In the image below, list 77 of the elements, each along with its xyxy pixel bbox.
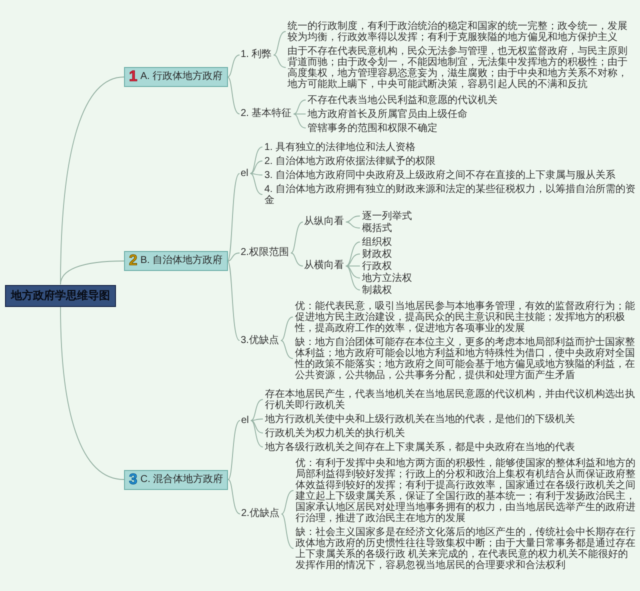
branch-title: C. 混合体地方政府 bbox=[140, 472, 224, 486]
subtopic-label: 1. 利弊 bbox=[240, 49, 274, 61]
connector-curve bbox=[345, 254, 360, 266]
topic-text: 3. 自治体地方政府同中央政府及上级政府之间不存在直接的上下隶属与服从关系 bbox=[262, 170, 616, 180]
topic-text: 优：有利于发挥中央和地方两方面的积极性，能够使国家的整体利益和地方的局部利益得到较好发挥；行政上的分权和政治上集权有机结合从而保证政府整体效益得到较好的发挥；有利于提高行政效率，国家通过在各级行政机关之间建立起上下级隶属关系，保证了全国行政的基本统一；有利于发扬政治民主，国家承认地区居民对处理当地事务拥有的权力，由当地居民选举产生的政府进行治理，推进了政治民主在地方的发展 bbox=[293, 458, 637, 524]
number-marker: 1 bbox=[129, 69, 138, 85]
topic-text: 4. 自治体地方政府拥有独立的财政来源和法定的某些征税权力，以筹措自治所需的资金 bbox=[262, 184, 637, 206]
connector-curve bbox=[60, 260, 124, 285]
branch-topic-box bbox=[124, 251, 228, 271]
root-topic-box: 地方政府学思维导图 bbox=[5, 284, 116, 306]
connector-curve bbox=[250, 418, 264, 421]
topic-text: 地方政府首长及所属官员由上级任命 bbox=[306, 108, 468, 120]
connector-curve bbox=[250, 399, 264, 421]
subtopic-label: 从横向看 bbox=[302, 260, 346, 272]
topic-text: 财政权 bbox=[360, 248, 392, 260]
topic-text: 概括式 bbox=[360, 222, 392, 234]
connector-curve bbox=[250, 146, 263, 174]
topic-text: 行政权 bbox=[360, 260, 392, 272]
connector-curve bbox=[60, 306, 124, 480]
connector-curve bbox=[250, 420, 264, 434]
connector-curve bbox=[290, 252, 304, 266]
subtopic-label: 2.权限范围 bbox=[240, 247, 291, 259]
branch-title: A. 行政体地方政府 bbox=[140, 70, 223, 84]
connector-curve bbox=[280, 340, 294, 359]
topic-text: 缺：社会主义国家多是在经济文化落后的地区产生的，传统社会中长期存在行政体地方政府的历史惯性往往导致集权中断；由于大量日常事务都是通过存在上下隶属关系的各级行政 机关来完成的，在代表民意的权力机关不能很好的发挥作用的情况下，容易忽视当地居民的合理要求和合法权利 bbox=[293, 526, 637, 570]
connector-curve bbox=[227, 54, 240, 78]
connector-curve bbox=[60, 76, 124, 285]
number-marker: 3 bbox=[129, 472, 138, 488]
connector-curve bbox=[281, 490, 294, 514]
topic-text: 优：能代表民意，吸引当地居民参与本地事务管理，有效的监督政府行为；能促进地方民主政治建设，提高民众的民主意识和民主技能；发挥地方的积极性，提高政府工作的效率，促进地方各项事业的发展 bbox=[292, 300, 637, 334]
topic-text: 缺：地方自治团体可能存在本位主义，更多的考虑本地局部利益而护士国家整体利益；地方政府可能会以地方利益和地方特殊性为借口，使中央政府对全国性的政策不能落实；地方政府之间可能会基于地方偏见或地方狭隘的利益，在公共资源，公共物品，公共事务分配，提供和处理方面产生矛盾 bbox=[292, 336, 637, 380]
connector-curve bbox=[250, 173, 263, 195]
connector-curve bbox=[227, 260, 240, 341]
topic-text: 存在本地居民产生，代表当地机关在当地居民意愿的代议机构，并由代议机构选出执行机关即行政机关 bbox=[262, 388, 637, 410]
connector-curve bbox=[228, 420, 241, 480]
connector-curve bbox=[345, 266, 360, 290]
connector-curve bbox=[250, 173, 263, 176]
connector-curve bbox=[345, 222, 360, 228]
subtopic-label: el bbox=[240, 414, 251, 426]
topic-text: 统一的行政制度，有利于政治统治的稳定和国家的统一完整；政令统一，发展较为均衡，行政效率得以发挥；有利于克服狭隘的地方偏见和地方保护主义 bbox=[286, 20, 637, 42]
branch-topic-box bbox=[124, 470, 228, 490]
topic-text: 管辖事务的范围和权限不确定 bbox=[306, 122, 438, 134]
connector-curve bbox=[345, 242, 360, 266]
topic-text: 地方各级行政机关之间存在上下隶属关系，都是中央政府在当地的代表 bbox=[262, 442, 575, 452]
branch-title: B. 自治体地方政府 bbox=[140, 254, 223, 268]
connector-curve bbox=[345, 266, 360, 278]
subtopic-label: 3.优缺点 bbox=[240, 334, 281, 346]
connector-curve bbox=[345, 216, 360, 222]
connector-curve bbox=[227, 76, 240, 114]
topic-text: 制裁权 bbox=[360, 284, 392, 296]
subtopic-label: 2.优缺点 bbox=[240, 508, 282, 520]
subtopic-label: el bbox=[240, 168, 250, 180]
connector-curve bbox=[293, 114, 306, 128]
topic-text: 行政机关为权力机关的执行机关 bbox=[262, 428, 405, 438]
topic-text: 1. 具有独立的法律地位和法人资格 bbox=[262, 142, 416, 152]
subtopic-label: 从纵向看 bbox=[302, 216, 346, 228]
connector-curve bbox=[273, 54, 286, 68]
connector-curve bbox=[273, 31, 286, 56]
connector-curve bbox=[228, 479, 241, 514]
topic-text: 由于不存在代表民意机构，民众无法参与管理，也无权监督政府，与民主原则背道而驰；由于政令划一，不能因地制宜，无法集中发挥地方的积极性；由于高度集权，地方管理容易恣意妄为，滋生腐败；由于中央和地方关系不对称，地方可能欺上瞒下，中央可能武断决策，容易引起人民的不满和反抗 bbox=[286, 46, 637, 90]
topic-text: 不存在代表当地公民利益和意愿的代议机关 bbox=[306, 94, 498, 106]
topic-text: 地方行政机关使中央和上级行政机关在当地的代表，是他们的下级机关 bbox=[262, 414, 575, 424]
connector-curve bbox=[250, 420, 264, 448]
connector-curve bbox=[227, 252, 240, 262]
subtopic-label: 2. 基本特征 bbox=[240, 108, 294, 120]
topic-text: 地方立法权 bbox=[360, 272, 412, 284]
connector-curve bbox=[290, 222, 304, 254]
branch-topic-box bbox=[124, 67, 228, 87]
connector-curve bbox=[280, 316, 294, 341]
topic-text: 2. 自治体地方政府依据法律赋予的权限 bbox=[262, 156, 436, 166]
connector-curve bbox=[227, 173, 240, 262]
connector-curve bbox=[250, 160, 263, 174]
connector-curve bbox=[293, 100, 306, 114]
connector-curve bbox=[281, 514, 294, 549]
number-marker: 2 bbox=[129, 253, 138, 269]
topic-text: 逐一列举式 bbox=[360, 210, 412, 222]
topic-text: 组织权 bbox=[360, 236, 392, 248]
